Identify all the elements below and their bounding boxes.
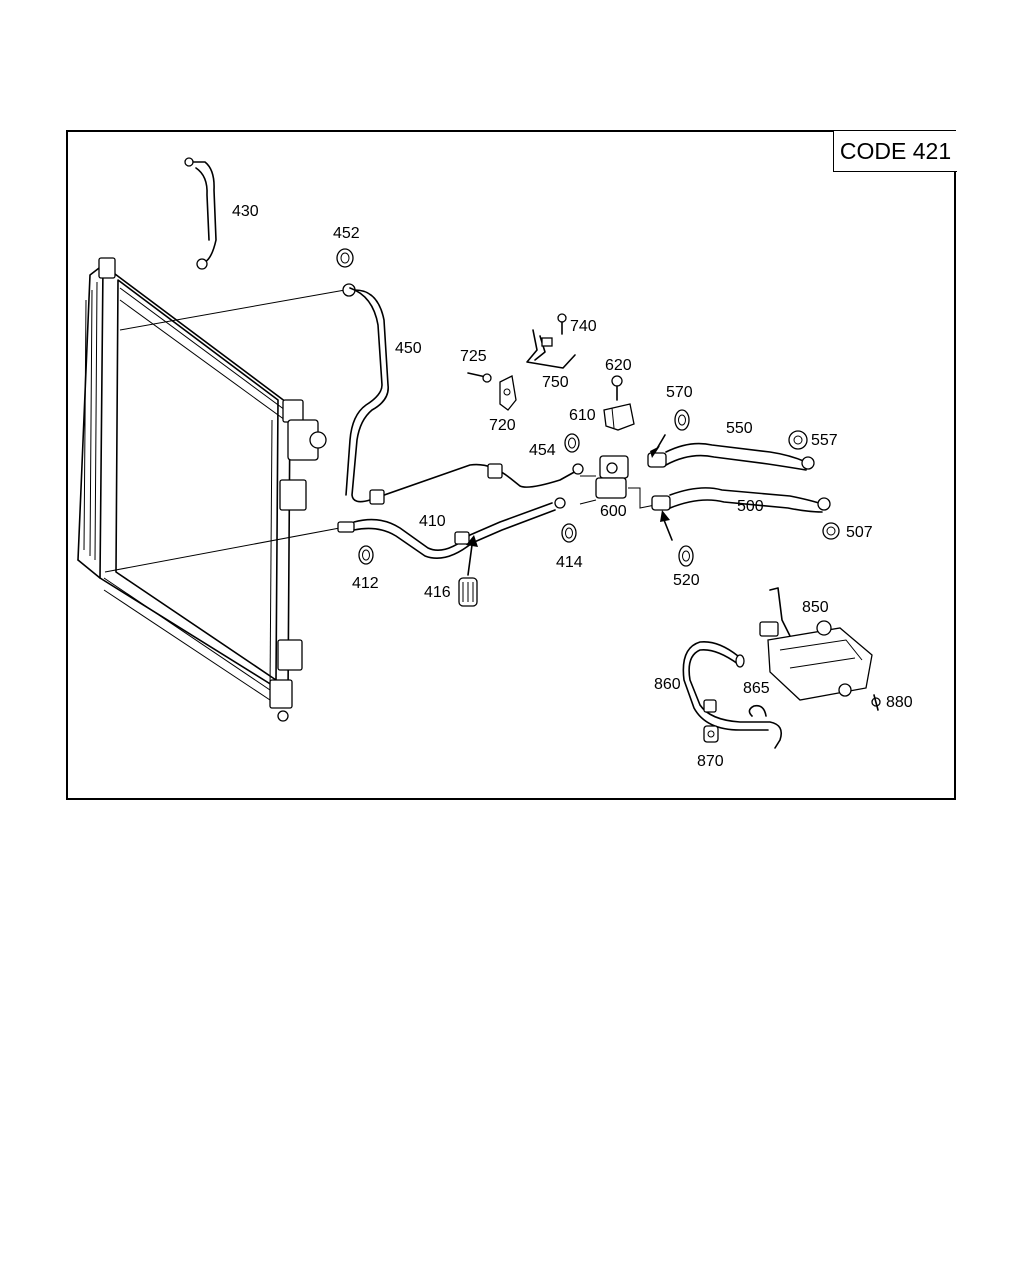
leader-452 xyxy=(119,289,346,331)
clip-720 xyxy=(499,375,517,411)
seal-454 xyxy=(564,433,580,453)
label-860: 860 xyxy=(654,676,681,693)
label-414: 414 xyxy=(556,554,583,571)
label-412: 412 xyxy=(352,575,379,592)
label-570: 570 xyxy=(666,384,693,401)
label-557: 557 xyxy=(811,432,838,449)
code-badge: CODE 421 xyxy=(833,131,957,172)
seal-520 xyxy=(678,545,694,567)
seal-414 xyxy=(561,523,577,543)
radiator xyxy=(77,257,327,722)
label-865: 865 xyxy=(743,680,770,697)
bolt-740 xyxy=(557,313,567,335)
bracket-610 xyxy=(603,403,635,431)
seal-570 xyxy=(674,409,690,431)
label-610: 610 xyxy=(569,407,596,424)
line-450 xyxy=(342,283,584,505)
label-450: 450 xyxy=(395,340,422,357)
diagram-frame xyxy=(66,130,956,800)
label-740: 740 xyxy=(570,318,597,335)
label-454: 454 xyxy=(529,442,556,459)
line-410 xyxy=(337,497,566,559)
sleeve-416 xyxy=(458,535,478,607)
line-550 xyxy=(647,434,815,471)
label-870: 870 xyxy=(697,753,724,770)
label-620: 620 xyxy=(605,357,632,374)
bracket-750 xyxy=(526,329,576,369)
valve-600 xyxy=(579,455,656,509)
seal-452 xyxy=(336,248,354,268)
label-720: 720 xyxy=(489,417,516,434)
bolt-725 xyxy=(467,372,492,383)
label-452: 452 xyxy=(333,225,360,242)
hose-430 xyxy=(184,157,217,270)
label-850: 850 xyxy=(802,599,829,616)
clip-870 xyxy=(703,725,719,743)
line-500 xyxy=(651,487,831,541)
clamp-865 xyxy=(748,704,767,717)
label-500: 500 xyxy=(737,498,764,515)
label-880: 880 xyxy=(886,694,913,711)
label-416: 416 xyxy=(424,584,451,601)
unit-850 xyxy=(759,587,873,701)
leader-410 xyxy=(104,526,346,573)
label-600: 600 xyxy=(600,503,627,520)
code-label: CODE 421 xyxy=(839,137,952,164)
label-750: 750 xyxy=(542,374,569,391)
label-507: 507 xyxy=(846,524,873,541)
seal-557 xyxy=(788,430,808,450)
label-430: 430 xyxy=(232,203,259,220)
label-550: 550 xyxy=(726,420,753,437)
seal-412 xyxy=(358,545,374,565)
seal-507 xyxy=(822,522,840,540)
label-410: 410 xyxy=(419,513,446,530)
label-520: 520 xyxy=(673,572,700,589)
label-725: 725 xyxy=(460,348,487,365)
bolt-620 xyxy=(611,375,623,401)
bolt-880 xyxy=(871,694,881,711)
